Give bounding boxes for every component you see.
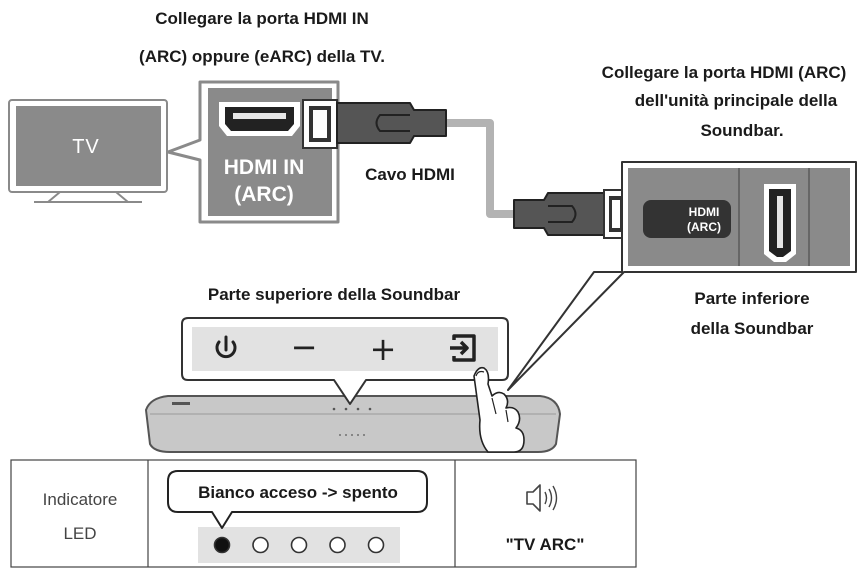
speaker-icon: [526, 484, 558, 512]
bottom-of-soundbar-caption-line1: Parte inferiore: [694, 289, 809, 308]
soundbar-port-callout: HDMI (ARC): [507, 161, 857, 391]
hdmi-in-label-line2: (ARC): [234, 183, 293, 206]
top-of-soundbar-caption: Parte superiore della Soundbar: [208, 285, 461, 304]
soundbar-port-caption-line2: dell'unità principale della: [635, 91, 838, 110]
soundbar-illustration: [144, 395, 562, 453]
mode-text: "TV ARC": [506, 535, 585, 554]
plus-icon: +: [370, 330, 397, 368]
bottom-of-soundbar-caption-line2: della Soundbar: [691, 319, 814, 338]
soundbar-port-caption-line3: Soundbar.: [700, 121, 783, 140]
led-header-line2: LED: [63, 524, 96, 543]
tv-label: TV: [72, 136, 100, 158]
led-indicator-row: [213, 536, 385, 554]
led-off: [329, 536, 346, 554]
minus-icon: −: [291, 328, 318, 366]
led-status-table: Indicatore LED Bianco acceso -> spento "…: [10, 459, 637, 568]
led-header-line1: Indicatore: [43, 490, 118, 509]
power-icon: [215, 335, 237, 359]
tv-port-caption-line1: Collegare la porta HDMI IN: [155, 9, 368, 28]
tv-port-caption-line2: (ARC) oppure (eARC) della TV.: [139, 47, 385, 66]
tv-illustration: TV: [8, 99, 168, 203]
led-off: [290, 536, 308, 554]
hdmi-in-label-line1: HDMI IN: [224, 156, 305, 179]
led-off: [367, 536, 385, 554]
led-off: [252, 536, 269, 554]
power-button[interactable]: [215, 335, 237, 359]
volume-down-button[interactable]: −: [291, 328, 318, 366]
button-panel-callout: [181, 317, 509, 405]
cable-label: Cavo HDMI: [365, 165, 455, 184]
finger-illustration: [473, 366, 525, 453]
soundbar-port-caption-line1: Collegare la porta HDMI (ARC): [602, 63, 847, 82]
led-on: [213, 536, 231, 554]
soundbar-port-label-line2: (ARC): [687, 220, 721, 234]
led-state-callout: Bianco acceso -> spento: [198, 483, 398, 502]
source-input-icon: [450, 334, 476, 362]
source-button[interactable]: [450, 334, 476, 362]
soundbar-port-label-line1: HDMI: [689, 205, 720, 219]
tv-hdmi-callout: HDMI IN (ARC): [166, 80, 340, 224]
volume-up-button[interactable]: +: [370, 330, 397, 368]
hdmi-cable: Cavo HDMI: [302, 99, 629, 239]
